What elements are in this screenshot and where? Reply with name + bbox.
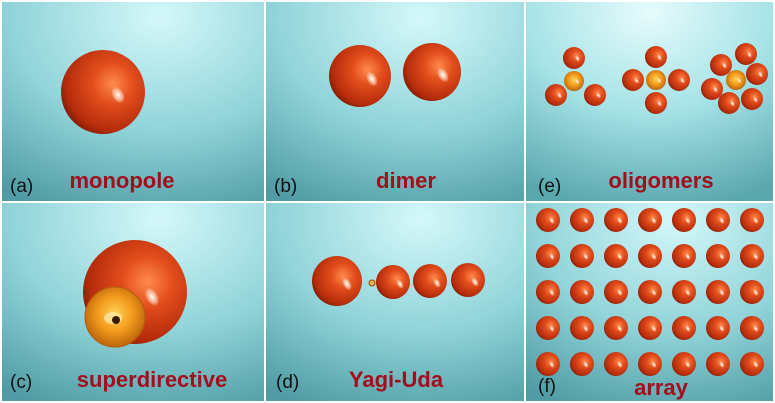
sphere bbox=[329, 45, 391, 107]
sphere bbox=[604, 280, 628, 304]
panel-array: (f) array bbox=[526, 203, 773, 401]
panel-tag: (e) bbox=[538, 176, 562, 197]
sphere bbox=[638, 244, 662, 268]
sphere bbox=[706, 316, 730, 340]
oligomer-spheres bbox=[545, 43, 768, 114]
sphere bbox=[645, 46, 667, 68]
sphere bbox=[570, 316, 594, 340]
sphere bbox=[740, 352, 764, 376]
panel-name: array bbox=[634, 375, 688, 400]
panel-name: oligomers bbox=[608, 168, 714, 193]
sphere bbox=[746, 63, 768, 85]
reflector-sphere bbox=[312, 256, 362, 306]
sphere bbox=[706, 280, 730, 304]
sphere bbox=[584, 84, 606, 106]
panel-tag: (f) bbox=[538, 376, 556, 397]
sphere bbox=[645, 92, 667, 114]
panel-dimer: (b) dimer bbox=[266, 2, 524, 201]
sphere bbox=[622, 69, 644, 91]
sphere bbox=[638, 280, 662, 304]
sphere bbox=[570, 352, 594, 376]
superdirective-illustration bbox=[2, 203, 264, 401]
sphere bbox=[741, 88, 763, 110]
sphere bbox=[735, 43, 757, 65]
sphere bbox=[536, 352, 560, 376]
sphere bbox=[638, 316, 662, 340]
core-sphere bbox=[726, 70, 746, 90]
panel-monopole: (a) monopole bbox=[2, 2, 264, 201]
sphere bbox=[672, 316, 696, 340]
array-spheres bbox=[536, 208, 764, 376]
sphere bbox=[706, 208, 730, 232]
monopole-illustration bbox=[2, 2, 264, 201]
sphere bbox=[672, 352, 696, 376]
sphere bbox=[638, 208, 662, 232]
sphere bbox=[604, 316, 628, 340]
panel-yagi-uda: (d) Yagi-Uda bbox=[266, 203, 524, 401]
panel-oligomers: (e) oligomers bbox=[526, 2, 773, 201]
sphere bbox=[61, 50, 145, 134]
feed-element bbox=[368, 279, 376, 287]
sphere bbox=[536, 208, 560, 232]
panel-name: superdirective bbox=[76, 367, 228, 392]
core-sphere bbox=[646, 70, 666, 90]
sphere bbox=[604, 352, 628, 376]
sphere bbox=[536, 280, 560, 304]
sphere bbox=[604, 208, 628, 232]
sphere bbox=[570, 208, 594, 232]
dimer-illustration bbox=[266, 2, 524, 201]
sphere bbox=[545, 84, 567, 106]
sphere bbox=[740, 316, 764, 340]
sphere bbox=[403, 43, 461, 101]
yagi-uda-illustration bbox=[266, 203, 524, 401]
oligomers-illustration bbox=[526, 2, 773, 201]
sphere bbox=[563, 47, 585, 69]
sphere bbox=[638, 352, 662, 376]
sphere bbox=[740, 280, 764, 304]
panel-tag: (a) bbox=[10, 176, 34, 197]
sphere bbox=[706, 244, 730, 268]
director-sphere bbox=[451, 263, 485, 297]
panel-name: Yagi-Uda bbox=[348, 367, 444, 392]
sphere bbox=[706, 352, 730, 376]
sphere bbox=[710, 54, 732, 76]
panel-name: monopole bbox=[69, 168, 175, 193]
panel-name: dimer bbox=[376, 168, 436, 193]
sphere bbox=[718, 92, 740, 114]
sphere bbox=[701, 78, 723, 100]
array-illustration bbox=[526, 203, 773, 401]
sphere bbox=[668, 69, 690, 91]
core-sphere bbox=[84, 286, 146, 348]
sphere bbox=[740, 208, 764, 232]
panel-tag: (b) bbox=[274, 176, 298, 197]
director-sphere bbox=[376, 265, 410, 299]
sphere bbox=[740, 244, 764, 268]
director-sphere bbox=[413, 264, 447, 298]
panel-tag: (d) bbox=[276, 372, 300, 393]
sphere bbox=[672, 208, 696, 232]
sphere bbox=[604, 244, 628, 268]
core-sphere bbox=[564, 71, 584, 91]
panel-tag: (c) bbox=[10, 372, 33, 393]
sphere bbox=[672, 280, 696, 304]
sphere bbox=[536, 316, 560, 340]
panel-superdirective: (c) superdirective bbox=[2, 203, 264, 401]
sphere bbox=[536, 244, 560, 268]
sphere bbox=[570, 244, 594, 268]
sphere bbox=[570, 280, 594, 304]
sphere bbox=[672, 244, 696, 268]
